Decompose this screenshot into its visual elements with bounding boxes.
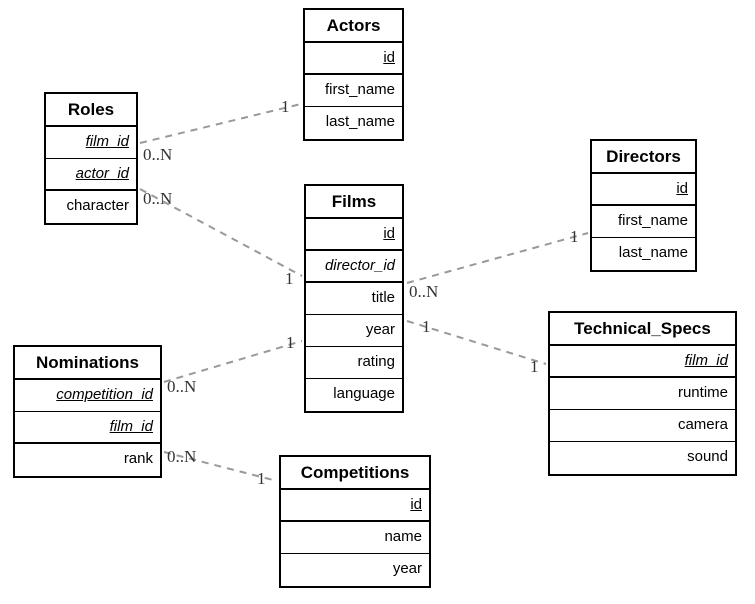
entity-title-nominations: Nominations [15, 347, 160, 380]
attribute-label: first_name [324, 81, 395, 98]
attribute-label: title [371, 289, 395, 306]
attribute-row[interactable]: year [281, 554, 429, 586]
attribute-row[interactable]: title [306, 283, 402, 315]
attribute-label: sound [687, 448, 728, 465]
cardinality-source-roles-actors: 0..N [143, 145, 173, 164]
cardinality-target-roles-actors: 1 [281, 97, 290, 116]
attribute-row[interactable]: film_id [15, 412, 160, 444]
attribute-row[interactable]: first_name [305, 75, 402, 107]
attribute-label: film_id [109, 418, 153, 435]
attribute-label: rank [123, 450, 153, 467]
attribute-label: id [383, 225, 395, 242]
attribute-row[interactable]: camera [550, 410, 735, 442]
relationship-line-roles-actors [139, 103, 302, 144]
attribute-label: language [333, 385, 395, 402]
entity-title-competitions: Competitions [281, 457, 429, 490]
attribute-row[interactable]: first_name [592, 206, 695, 238]
attribute-row[interactable]: id [281, 490, 429, 522]
entity-actors[interactable]: Actors id first_name last_name [303, 8, 404, 141]
entity-roles[interactable]: Roles film_id actor_id character [44, 92, 138, 225]
attribute-row[interactable]: id [306, 219, 402, 251]
entity-competitions[interactable]: Competitions id name year [279, 455, 431, 588]
attribute-label: year [392, 560, 422, 577]
attribute-label: runtime [677, 384, 728, 401]
attribute-label: director_id [324, 257, 395, 274]
attribute-label: film_id [85, 133, 129, 150]
attribute-label: camera [677, 416, 728, 433]
attribute-row[interactable]: rating [306, 347, 402, 379]
attribute-label: id [410, 496, 422, 513]
relationship-line-nominations-films [163, 340, 303, 383]
attribute-label: rating [357, 353, 395, 370]
entity-title-technical_specs: Technical_Specs [550, 313, 735, 346]
cardinality-source-films-directors: 0..N [409, 282, 439, 301]
entity-directors[interactable]: Directors id first_name last_name [590, 139, 697, 272]
attribute-label: id [383, 49, 395, 66]
entity-title-films: Films [306, 186, 402, 219]
attribute-row[interactable]: character [46, 191, 136, 223]
attribute-row[interactable]: sound [550, 442, 735, 474]
attribute-row[interactable]: film_id [46, 127, 136, 159]
attribute-label: last_name [618, 244, 688, 261]
entity-title-directors: Directors [592, 141, 695, 174]
attribute-label: competition_id [56, 386, 153, 403]
attribute-label: first_name [617, 212, 688, 229]
attribute-row[interactable]: last_name [592, 238, 695, 270]
attribute-label: character [66, 197, 129, 214]
cardinality-source-nominations-films: 0..N [167, 377, 197, 396]
attribute-row[interactable]: rank [15, 444, 160, 476]
attribute-row[interactable]: actor_id [46, 159, 136, 191]
attribute-label: year [365, 321, 395, 338]
attribute-row[interactable]: year [306, 315, 402, 347]
attribute-row[interactable]: competition_id [15, 380, 160, 412]
cardinality-target-roles-films: 1 [285, 269, 294, 288]
attribute-row[interactable]: runtime [550, 378, 735, 410]
cardinality-source-nominations-competitions: 0..N [167, 447, 197, 466]
cardinality-source-roles-films: 0..N [143, 189, 173, 208]
cardinality-target-nominations-films: 1 [286, 333, 295, 352]
attribute-row[interactable]: id [592, 174, 695, 206]
cardinality-target-films-directors: 1 [570, 227, 579, 246]
attribute-label: last_name [325, 113, 395, 130]
entity-title-actors: Actors [305, 10, 402, 43]
attribute-label: actor_id [75, 165, 129, 182]
attribute-row[interactable]: language [306, 379, 402, 411]
cardinality-target-nominations-competitions: 1 [257, 469, 266, 488]
relationship-line-films-directors [406, 232, 589, 284]
entity-title-roles: Roles [46, 94, 136, 127]
attribute-row[interactable]: name [281, 522, 429, 554]
attribute-row[interactable]: director_id [306, 251, 402, 283]
attribute-label: name [384, 528, 422, 545]
cardinality-target-films-technical_specs: 1 [530, 357, 539, 376]
attribute-row[interactable]: id [305, 43, 402, 75]
cardinality-source-films-technical_specs: 1 [422, 317, 431, 336]
attribute-label: id [676, 180, 688, 197]
attribute-row[interactable]: last_name [305, 107, 402, 139]
attribute-row[interactable]: film_id [550, 346, 735, 378]
attribute-label: film_id [684, 352, 728, 369]
